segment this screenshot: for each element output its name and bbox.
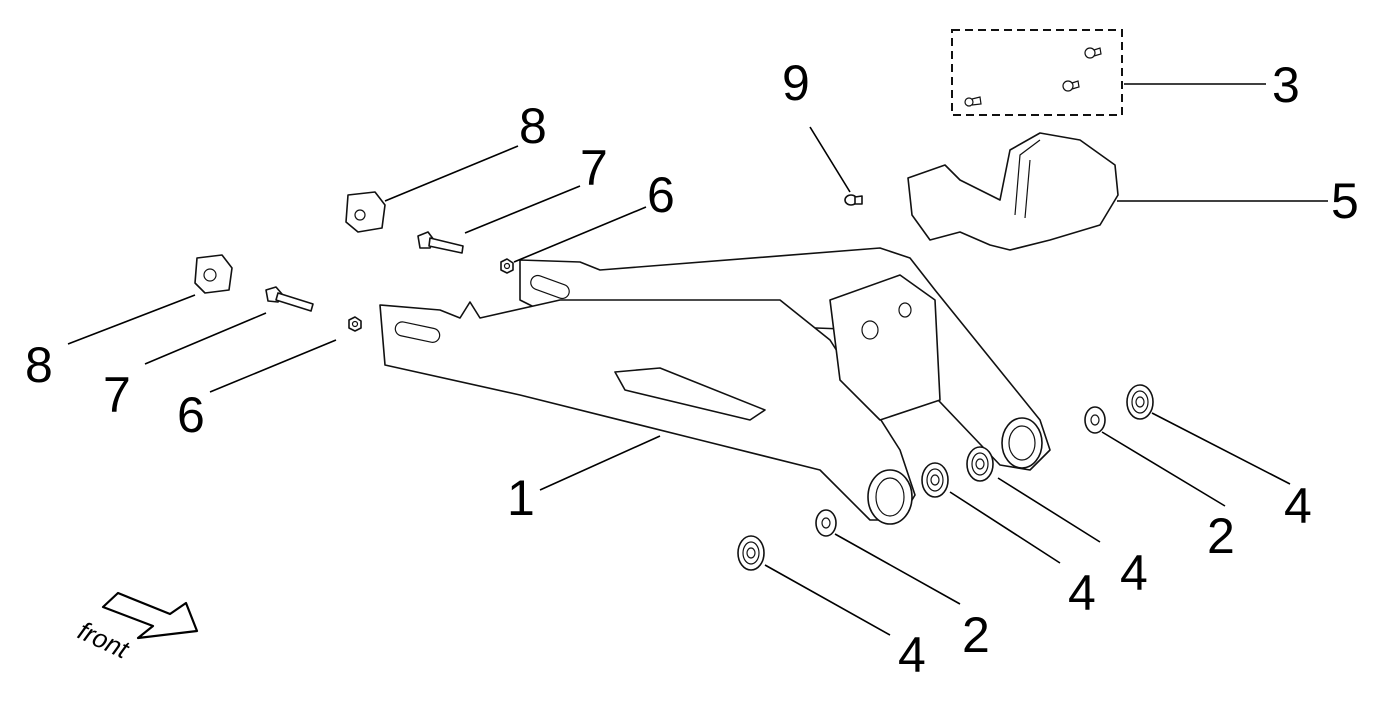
- leader-lines: [67, 83, 1328, 636]
- bolt-7b: [265, 286, 314, 312]
- callout-6a: 6: [647, 167, 675, 223]
- adjuster-block-8b: [194, 254, 233, 294]
- nut-6b: [348, 316, 362, 332]
- callout-1: 1: [507, 470, 535, 526]
- chain-guard: [907, 132, 1119, 251]
- bearing-4b: [921, 462, 949, 498]
- front-indicator: front: [73, 591, 199, 665]
- callout-8a: 8: [519, 98, 547, 154]
- screw-kit-box: [951, 29, 1123, 116]
- callout-4d: 4: [1284, 478, 1312, 534]
- nut-6a: [500, 258, 514, 274]
- bearing-4a: [737, 535, 765, 571]
- arrow-icon: [101, 591, 199, 640]
- callout-2b: 2: [1207, 508, 1235, 564]
- callout-labels: 3 5 9 8 7 6 8 7 6 1 2 4 4 4 2 4: [25, 55, 1359, 683]
- screw-9: [844, 194, 863, 206]
- adjuster-block-8a: [345, 191, 386, 233]
- callout-6b: 6: [177, 387, 205, 443]
- bearing-4d: [1126, 384, 1154, 420]
- bolt-7a: [417, 231, 464, 254]
- washer-2a: [815, 509, 837, 537]
- front-label: front: [73, 615, 134, 665]
- callout-4b: 4: [1068, 565, 1096, 621]
- callout-5: 5: [1331, 173, 1359, 229]
- callout-7a: 7: [580, 140, 608, 196]
- bearing-4c: [966, 446, 994, 482]
- swingarm: [379, 247, 1051, 525]
- callout-4c: 4: [1120, 545, 1148, 601]
- callout-7b: 7: [103, 367, 131, 423]
- callout-3: 3: [1272, 57, 1300, 113]
- callout-2a: 2: [962, 607, 990, 663]
- callout-9: 9: [782, 55, 810, 111]
- washer-2b: [1084, 406, 1106, 434]
- callout-8b: 8: [25, 337, 53, 393]
- callout-4a: 4: [898, 627, 926, 683]
